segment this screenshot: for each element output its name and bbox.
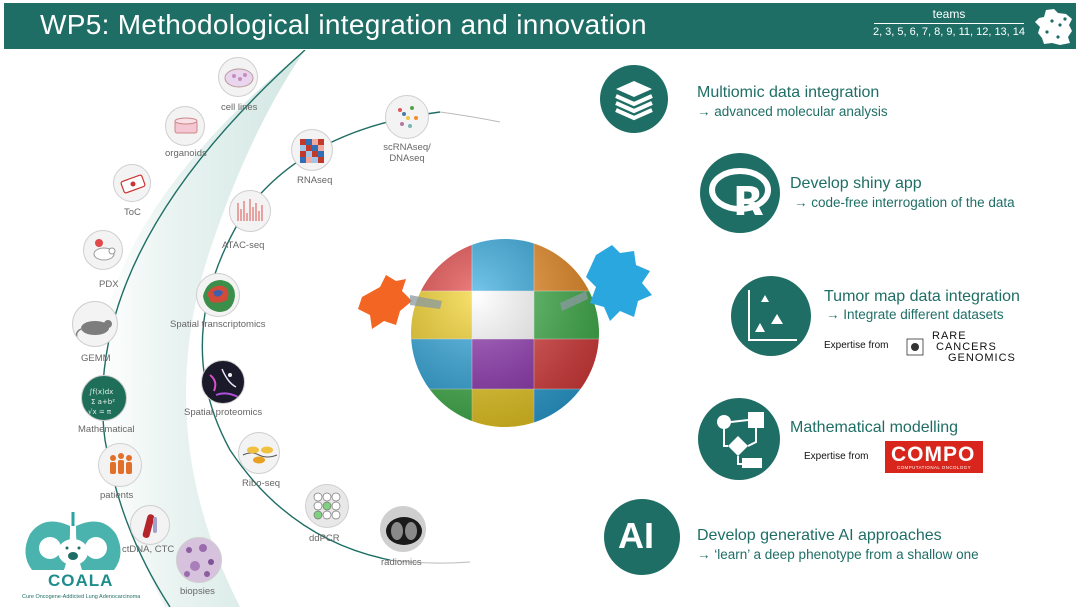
math-model-circle (698, 398, 780, 480)
scatter-triangles-icon (748, 290, 797, 341)
shiny-circle: R (700, 153, 780, 233)
atacseq-node (229, 190, 271, 232)
teams-divider (874, 23, 1024, 24)
layers-stack-icon (615, 81, 653, 121)
mouse-icon (75, 320, 112, 339)
rare-cancers-genomics-logo: RARE CANCERS GENOMICS (906, 330, 1036, 364)
math-model-expertise-label: Expertise from (804, 451, 869, 462)
spatial-proteomics-node (201, 360, 245, 404)
tissue-histology-icon (184, 544, 214, 577)
ctdna-node (130, 505, 170, 545)
svg-text:R: R (733, 179, 764, 225)
svg-text:Σ a+b²: Σ a+b² (91, 398, 115, 406)
tumor-map-expertise-label: Expertise from (824, 340, 889, 351)
scrnaseq-label: scRNAseq/ DNAseq (383, 142, 431, 164)
svg-text:√x = π: √x = π (88, 408, 112, 416)
spatial-map-icon (203, 280, 235, 312)
ddpcr-node (305, 484, 349, 528)
shiny-subtitle: → code-free interrogation of the data (794, 195, 1015, 210)
ai-title: Develop generative AI approaches (697, 527, 942, 544)
teams-list: 2, 3, 5, 6, 7, 8, 9, 11, 12, 13, 14 (872, 26, 1026, 38)
mathematical-label: Mathematical (78, 424, 135, 435)
shiny-title: Develop shiny app (790, 175, 922, 192)
cell-culture-dish-icon (224, 68, 254, 88)
flowchart-icon (717, 412, 764, 468)
radiomics-node (380, 506, 426, 552)
biopsies-node (176, 537, 222, 583)
pdx-node (83, 230, 123, 270)
svg-text:∫f(x)dx: ∫f(x)dx (89, 388, 113, 396)
teams-box: teams 2, 3, 5, 6, 7, 8, 9, 11, 12, 13, 1… (870, 5, 1028, 47)
spatial-transcriptomics-label: Spatial transcriptomics (170, 319, 266, 330)
compo-logo-subtext: COMPUTATIONAL ONCOLOGY (897, 465, 971, 470)
page-title: WP5: Methodological integration and inno… (40, 9, 647, 40)
sequencing-peaks-icon (237, 199, 263, 221)
mathematical-node: ∫f(x)dx Σ a+b² √x = π (81, 375, 127, 421)
pdx-label: PDX (99, 279, 119, 290)
rcg-line-2: CANCERS (936, 341, 997, 353)
puzzle-globe-icon (358, 239, 652, 427)
compo-logo-text: COMPO (891, 443, 976, 466)
tumor-map-circle (731, 276, 811, 356)
patients-group-icon (110, 453, 132, 474)
patients-node (98, 443, 142, 487)
rnaseq-label: RNAseq (297, 175, 333, 186)
tumor-map-subtitle: → Integrate different datasets (826, 307, 1004, 322)
coala-logo-icon (25, 512, 121, 570)
ribosome-icon (242, 446, 278, 464)
fluorescence-image-icon (209, 368, 239, 398)
ddpcr-label: ddPCR (309, 533, 340, 544)
heatmap-icon (300, 139, 324, 163)
rcg-mark-icon (906, 338, 924, 356)
compo-logo: COMPO COMPUTATIONAL ONCOLOGY (885, 441, 983, 473)
riboseq-label: Ribo-seq (242, 478, 281, 489)
chalkboard-equations-icon: ∫f(x)dx Σ a+b² √x = π (88, 388, 115, 416)
cell-lines-node (218, 57, 258, 97)
toc-node (113, 164, 151, 202)
r-logo-icon: R (709, 168, 771, 225)
france-map-icon (1035, 9, 1072, 45)
rcg-line-3: GENOMICS (948, 352, 1016, 364)
organoids-label: organoids (165, 148, 207, 159)
organoid-dish-icon (174, 117, 198, 134)
ct-scan-icon (386, 517, 422, 545)
rnaseq-node (291, 129, 333, 171)
multiomic-circle (600, 65, 668, 133)
blood-tube-icon (142, 514, 157, 538)
ctdna-label: ctDNA, CTC (122, 544, 175, 555)
riboseq-node (238, 432, 280, 474)
ai-circle: AI (604, 499, 680, 575)
radiomics-label: radiomics (381, 557, 422, 568)
ai-icon: AI (618, 515, 654, 556)
spatial-proteomics-label: Spatial proteomics (184, 407, 263, 418)
multiomic-subtitle: → advanced molecular analysis (697, 104, 888, 119)
header-bar: WP5: Methodological integration and inno… (4, 3, 1076, 49)
atacseq-label: ATAC-seq (222, 240, 265, 251)
gemm-label: GEMM (81, 353, 111, 364)
rcg-line-1: RARE (932, 330, 967, 342)
scrnaseq-node (385, 95, 429, 139)
teams-label: teams (932, 7, 966, 21)
single-cell-plot-icon (398, 106, 418, 128)
multiomic-title: Multiomic data integration (697, 84, 880, 101)
pdx-mouse-icon (93, 239, 116, 261)
ai-subtitle: → ‘learn’ a deep phenotype from a shallo… (697, 547, 979, 562)
patients-label: patients (100, 490, 134, 501)
organoids-node (165, 106, 205, 146)
toc-label: ToC (124, 207, 141, 218)
droplet-grid-icon (313, 492, 341, 520)
tumor-map-title: Tumor map data integration (824, 288, 1020, 305)
math-model-title: Mathematical modelling (790, 419, 959, 436)
spatial-transcriptomics-node (196, 273, 240, 317)
coala-name: COALA (48, 571, 114, 590)
coala-tagline: Cure Oncogene-Addicted Lung Adenocarcino… (22, 594, 141, 600)
biopsies-label: biopsies (180, 586, 215, 597)
cell-lines-label: cell lines (221, 102, 258, 113)
tumor-on-chip-icon (120, 174, 146, 194)
gemm-node (72, 301, 118, 347)
